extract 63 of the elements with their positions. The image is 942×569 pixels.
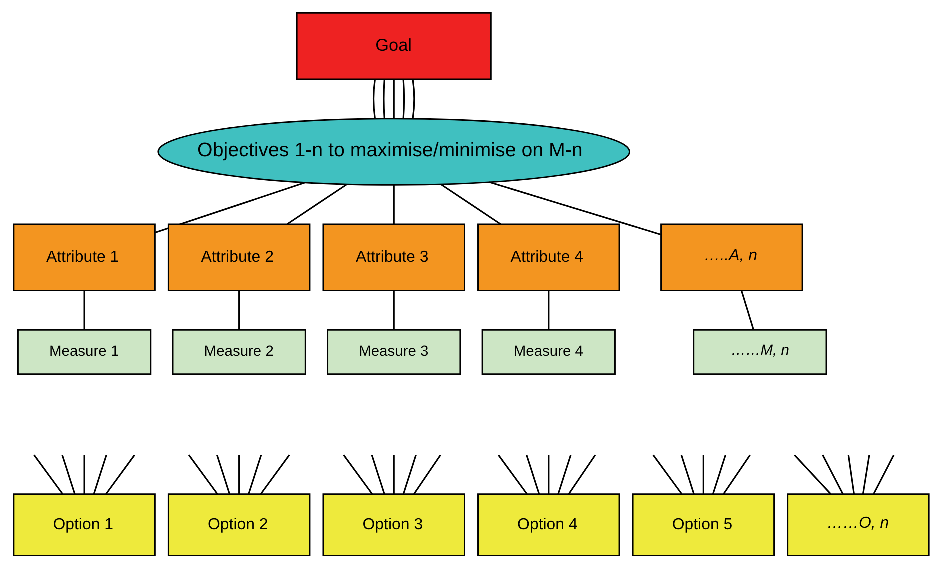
node-box: Measure 3 [326,329,461,376]
connector [188,454,218,495]
connector [862,455,870,494]
node-box: ……M, n [692,329,827,376]
connector [402,80,405,119]
node-box: Attribute 3 [322,224,465,292]
connector [342,454,373,495]
connector [248,455,262,494]
connector [488,182,661,236]
connector [92,455,107,494]
connector [286,184,347,226]
connector [722,454,750,495]
connector [238,291,240,330]
connector [498,454,528,495]
connector [557,455,572,494]
connector [652,454,682,495]
connector [412,80,415,119]
connector [402,455,416,494]
connector [105,454,135,495]
node-box: Measure 1 [16,329,152,376]
node-box: Option 1 [12,494,156,557]
node-box: …..A, n [660,224,803,292]
connector [822,454,844,495]
connector [392,80,394,119]
node-box: Attribute 4 [477,224,620,292]
connector [392,291,394,330]
connector [370,455,385,494]
connector [154,182,306,234]
connector [83,291,85,330]
connector [392,185,394,224]
node-box: Goal [296,12,492,80]
connector [216,455,230,494]
node-box: Attribute 2 [167,224,310,292]
connector [382,80,385,119]
connector [548,291,550,330]
connector [392,455,394,494]
node-box: Option 3 [322,494,465,557]
connector [413,454,441,495]
connector [526,455,540,494]
connector [680,455,694,494]
node-box: Measure 2 [172,329,306,376]
node-box: Option 2 [167,494,310,557]
connector [372,80,376,119]
connector [568,454,596,495]
node-ellipse: Objectives 1-n to maximise/minimise on M-n [157,118,630,186]
connector [702,455,704,494]
connector [83,455,85,494]
connector [260,454,290,495]
connector [440,184,501,226]
connector [238,455,240,494]
connector [712,455,726,494]
connector [740,290,754,330]
connector [548,455,550,494]
connector [847,455,854,494]
node-box: ……O, n [786,494,930,557]
node-box: Option 5 [632,494,775,557]
connector [33,454,63,495]
connector [61,455,76,494]
connector [794,454,831,495]
node-box: Measure 4 [481,329,616,376]
connector [872,454,894,495]
node-box: Option 4 [477,494,620,557]
node-box: Attribute 1 [12,224,156,292]
